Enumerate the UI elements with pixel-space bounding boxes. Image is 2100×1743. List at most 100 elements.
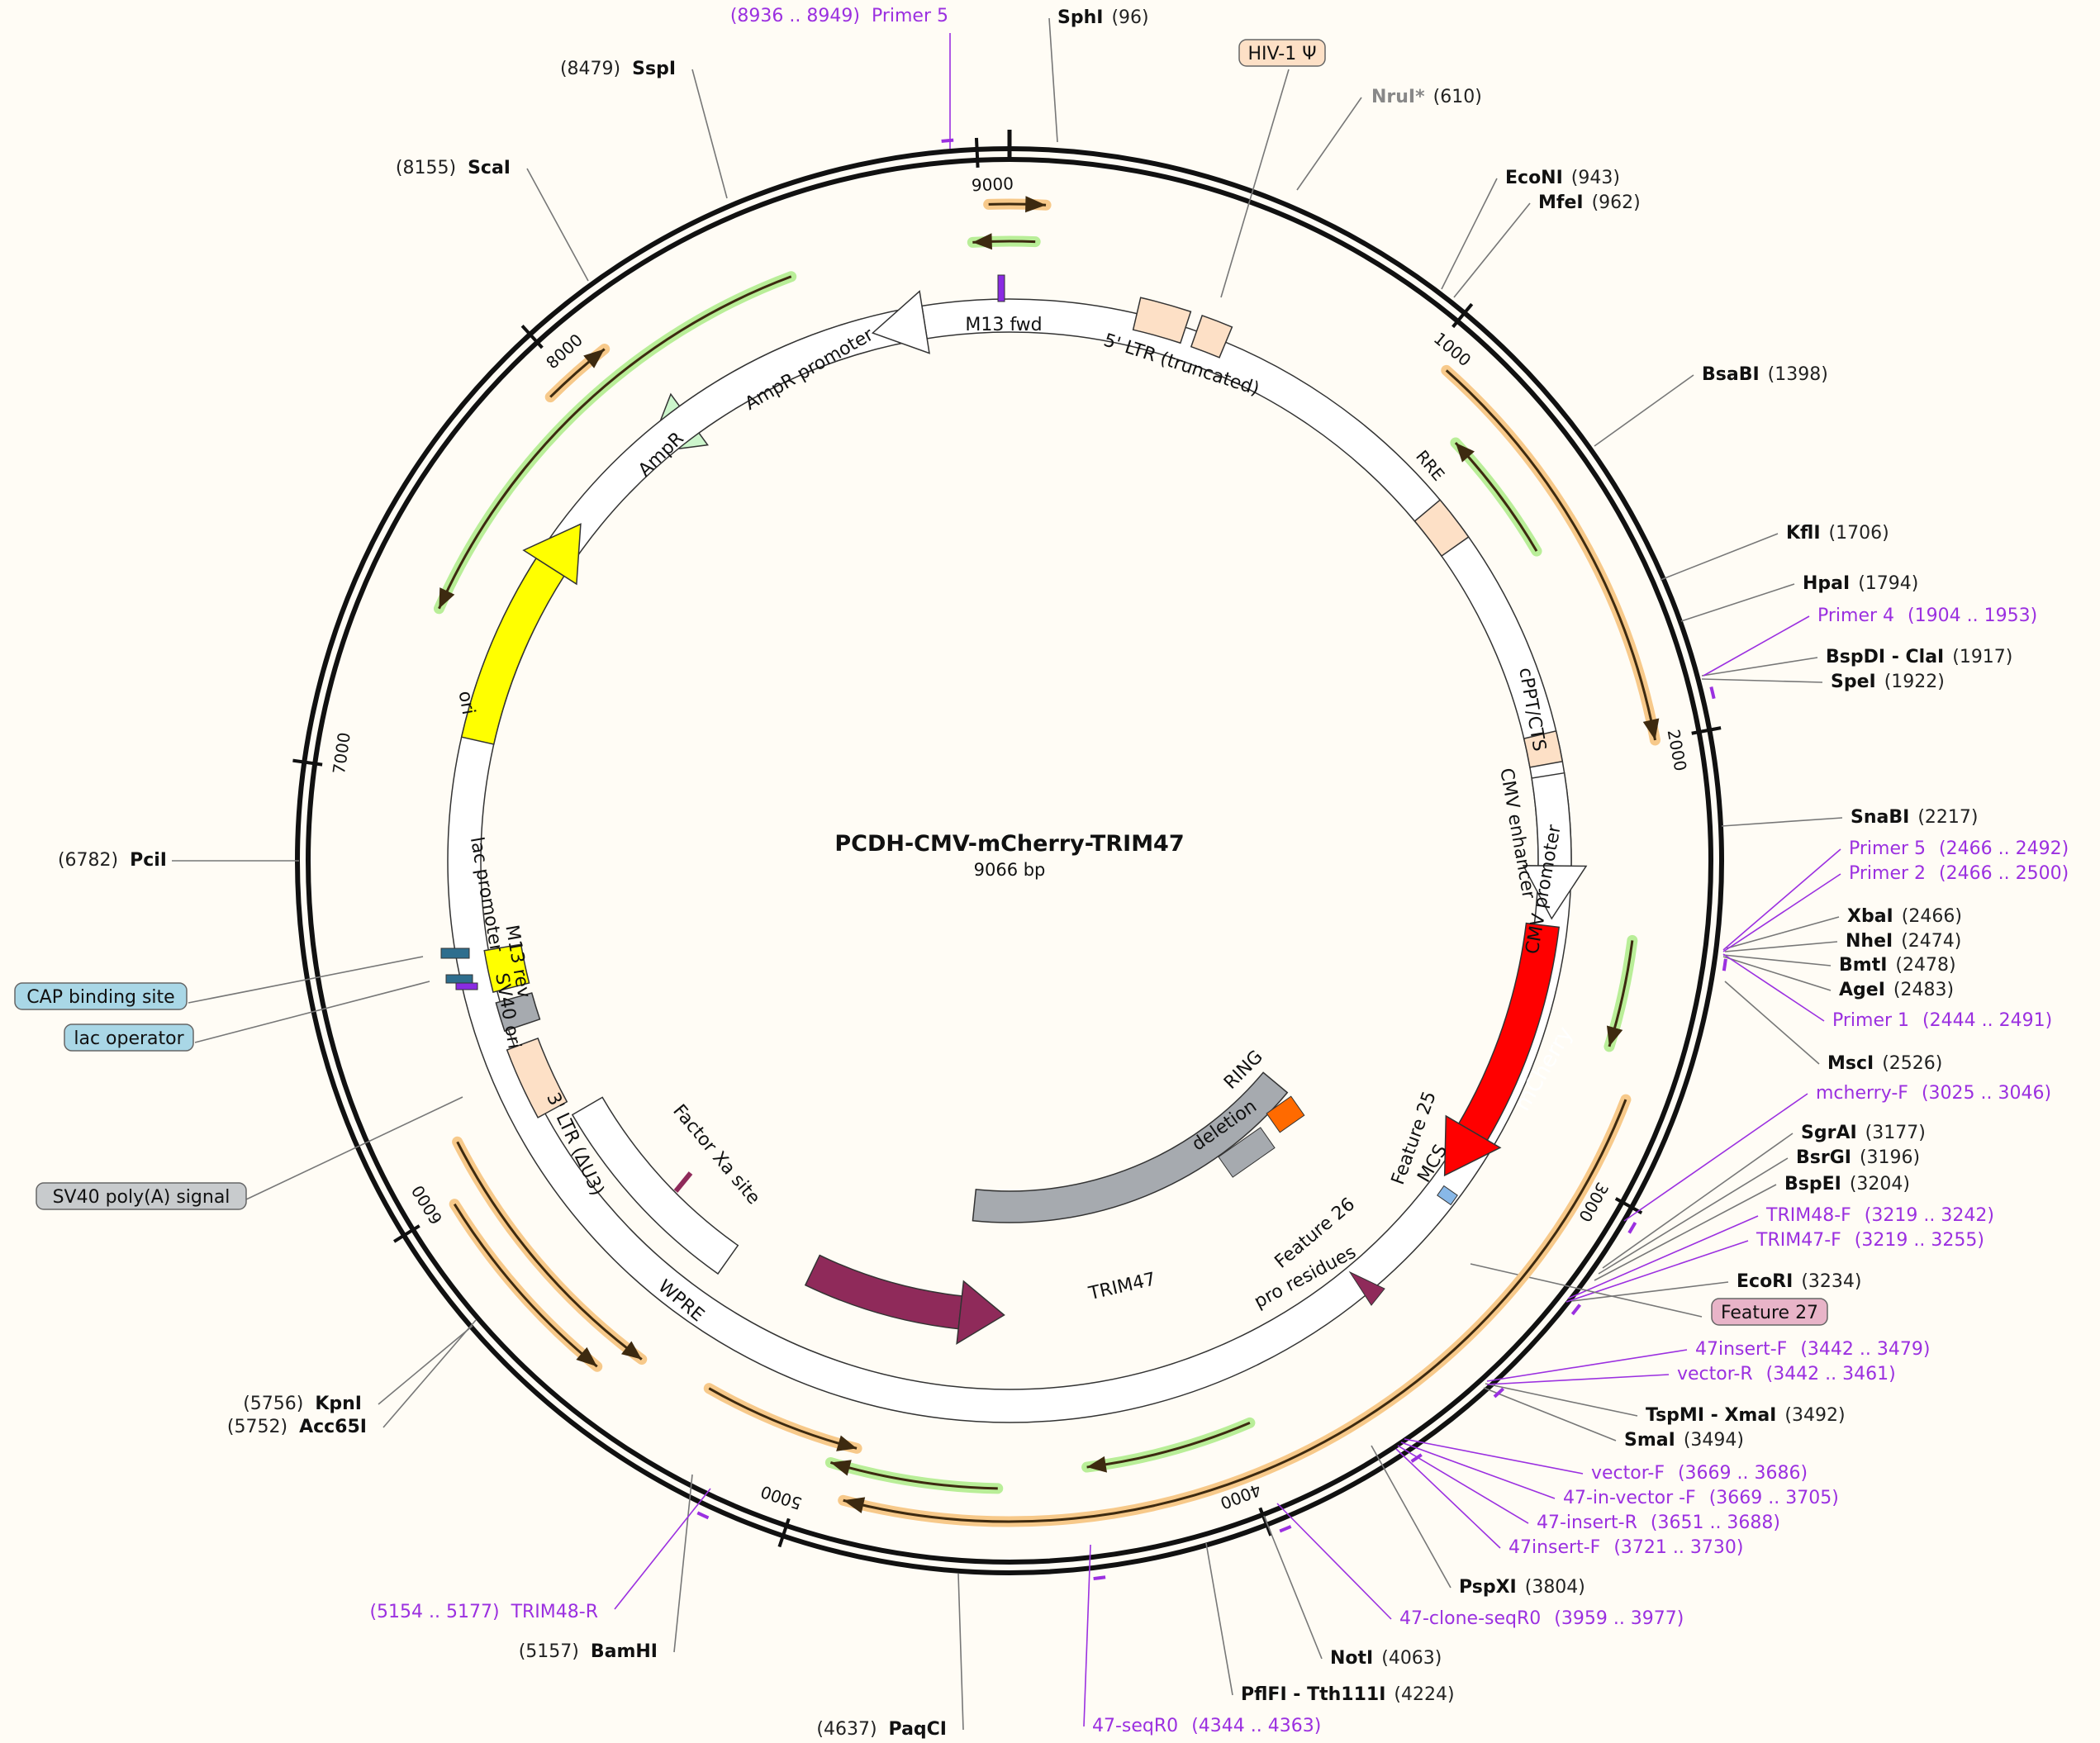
primer-leader-9 <box>1404 1438 1584 1475</box>
enzyme-bspdi-clai-name: BspDI - ClaI <box>1826 647 1944 667</box>
enzyme-snabi-pos: (2217) <box>1917 807 1978 828</box>
orf-bottom-orange-2-glow <box>703 1383 862 1454</box>
boxed-label-feature-27-box <box>1711 1298 1828 1326</box>
primer-8-range: (3442 .. 3461) <box>1766 1364 1896 1384</box>
primer-left-0-name: Primer 5 <box>872 6 948 26</box>
enzyme-smai: SmaI(3494) <box>1624 1430 1744 1451</box>
tick-9000 <box>974 137 980 168</box>
enzyme-acc65i-name: Acc65I <box>299 1417 367 1437</box>
enzyme-snabi: SnaBI(2217) <box>1851 807 1978 828</box>
box-leader-sv40pa <box>245 1096 463 1200</box>
enzyme-leader-3 <box>1594 374 1694 447</box>
rre-feature <box>1413 499 1470 558</box>
tick-3000 <box>1614 1197 1643 1215</box>
enzyme-ecori-pos: (3234) <box>1801 1271 1861 1292</box>
orf-left-orange-2-arrowhead <box>621 1341 642 1360</box>
enzyme-ecori-name: EcoRI <box>1737 1271 1793 1292</box>
enzyme-leader-20 <box>1371 1445 1451 1589</box>
enzyme-msci-name: MscI <box>1827 1053 1874 1074</box>
primer-11-name: 47-insert-R <box>1537 1513 1637 1533</box>
enzyme-sgrai: SgrAI(3177) <box>1801 1123 1926 1143</box>
enzyme-leader-2 <box>1453 202 1531 298</box>
primer-11: 47-insert-R(3651 .. 3688) <box>1537 1513 1780 1533</box>
enzyme-leader-13 <box>1724 981 1820 1065</box>
enzyme-bsabi: BsaBI(1398) <box>1702 364 1828 385</box>
enzyme-mfei-pos: (962) <box>1592 192 1641 213</box>
enzyme-leader-1 <box>1441 178 1498 290</box>
tick-2000 <box>1691 726 1722 735</box>
boxed-label-cap-binding-site: CAP binding site <box>26 987 174 1008</box>
primer-7-range: (3442 .. 3479) <box>1800 1339 1930 1360</box>
primer-13-name: 47-clone-seqR0 <box>1399 1608 1541 1629</box>
enzyme-nrui: NruI*(610) <box>1371 87 1482 107</box>
boxed-label-cap-binding-site-box <box>14 982 188 1010</box>
enzyme-mfei-name: MfeI <box>1538 192 1584 213</box>
enzyme-kpni-pos: (5756) <box>243 1394 303 1414</box>
factor-xa-feature <box>673 1171 693 1193</box>
primer-2-name: Primer 2 <box>1849 863 1926 884</box>
enzyme-tspmi-xmai: TspMI - XmaI(3492) <box>1646 1405 1846 1426</box>
orf-bottom-green-2-arrowhead <box>830 1460 852 1476</box>
primer-10-name: 47-in-vector -F <box>1563 1488 1696 1508</box>
primer-8-name: vector-R <box>1677 1364 1753 1384</box>
enzyme-sspi-pos: (8479) <box>560 59 620 79</box>
trim47-feature <box>972 1071 1289 1223</box>
orf-bottom-green-1-arrowhead <box>1086 1456 1108 1473</box>
enzyme-paqci-pos: (4637) <box>816 1719 877 1740</box>
enzyme-bamhi-name: BamHI <box>591 1641 658 1662</box>
primer-site-5 <box>1493 1387 1505 1399</box>
orf-right-orange-1 <box>1445 369 1656 741</box>
primer-0-range: (1904 .. 1953) <box>1908 606 2037 626</box>
primer-14-range: (4344 .. 4363) <box>1191 1716 1321 1736</box>
primer-9-range: (3669 .. 3686) <box>1678 1463 1808 1484</box>
enzyme-pcii: (6782)PciI <box>58 850 167 871</box>
orf-top-green-arrowhead <box>972 233 992 250</box>
primer-5: TRIM48-F(3219 .. 3242) <box>1765 1205 1994 1226</box>
enzyme-kfli: KflI(1706) <box>1786 523 1889 544</box>
primer-leader-10 <box>1400 1441 1556 1499</box>
enzyme-bspei-name: BspEI <box>1784 1174 1841 1194</box>
primer-site-3 <box>1627 1222 1637 1234</box>
enzyme-bsrgi-pos: (3196) <box>1860 1147 1920 1168</box>
enzyme-paqci: (4637)PaqCI <box>816 1719 947 1740</box>
enzyme-nhei-pos: (2474) <box>1901 931 1961 952</box>
primer-13: 47-clone-seqR0(3959 .. 3977) <box>1399 1608 1684 1629</box>
tick-label-1000: 1000 <box>1430 328 1475 370</box>
enzyme-sspi: (8479)SspI <box>560 59 676 79</box>
enzyme-pcii-name: PciI <box>130 850 167 871</box>
enzyme-leader-left-3 <box>378 1325 473 1405</box>
feature-layer <box>433 138 1727 1581</box>
primer-site-8 <box>1093 1575 1106 1581</box>
enzyme-leader-left-0 <box>957 1573 964 1731</box>
enzyme-bspei: BspEI (3204) <box>1784 1174 1910 1194</box>
enzyme-bamhi: (5157)BamHI <box>519 1641 658 1662</box>
enzyme-acc65i-pos: (5752) <box>227 1417 287 1437</box>
enzyme-leader-11 <box>1722 954 1832 966</box>
boxed-label-hiv-psi-box <box>1238 39 1326 67</box>
tick-label-2000: 2000 <box>1664 728 1691 772</box>
m13fwd-feature <box>997 274 1005 302</box>
orf-left-green <box>438 275 792 610</box>
lac-op-feature <box>445 974 473 984</box>
primer-14: 47-seqR0(4344 .. 4363) <box>1092 1716 1321 1736</box>
orf-big-orange-arrowhead <box>843 1497 866 1513</box>
enzyme-bspei-pos: (3204) <box>1850 1174 1910 1194</box>
primer-site-0 <box>941 138 954 143</box>
ltr3-feature <box>506 1037 568 1118</box>
enzyme-leader-14 <box>1602 1133 1794 1269</box>
enzyme-agei: AgeI(2483) <box>1839 980 1954 1000</box>
primer-0: Primer 4(1904 .. 1953) <box>1817 606 2037 626</box>
enzyme-smai-name: SmaI <box>1624 1430 1675 1451</box>
primer-site-1 <box>1709 686 1716 700</box>
primer-4-range: (3025 .. 3046) <box>1922 1083 2051 1104</box>
enzyme-econi-pos: (943) <box>1571 168 1620 188</box>
orf-bottom-green-1-glow <box>1081 1417 1256 1473</box>
enzyme-scai-name: ScaI <box>468 158 511 178</box>
boxed-label-hiv-psi: HIV-1 Ψ <box>1247 44 1316 64</box>
mcs-feature <box>1437 1185 1458 1206</box>
enzyme-leader-18 <box>1485 1383 1638 1417</box>
enzyme-kfli-name: KflI <box>1786 523 1821 544</box>
ltr5-feature-a <box>1132 297 1192 344</box>
primer-4: mcherry-F(3025 .. 3046) <box>1816 1083 2051 1104</box>
enzyme-bsabi-pos: (1398) <box>1768 364 1828 385</box>
